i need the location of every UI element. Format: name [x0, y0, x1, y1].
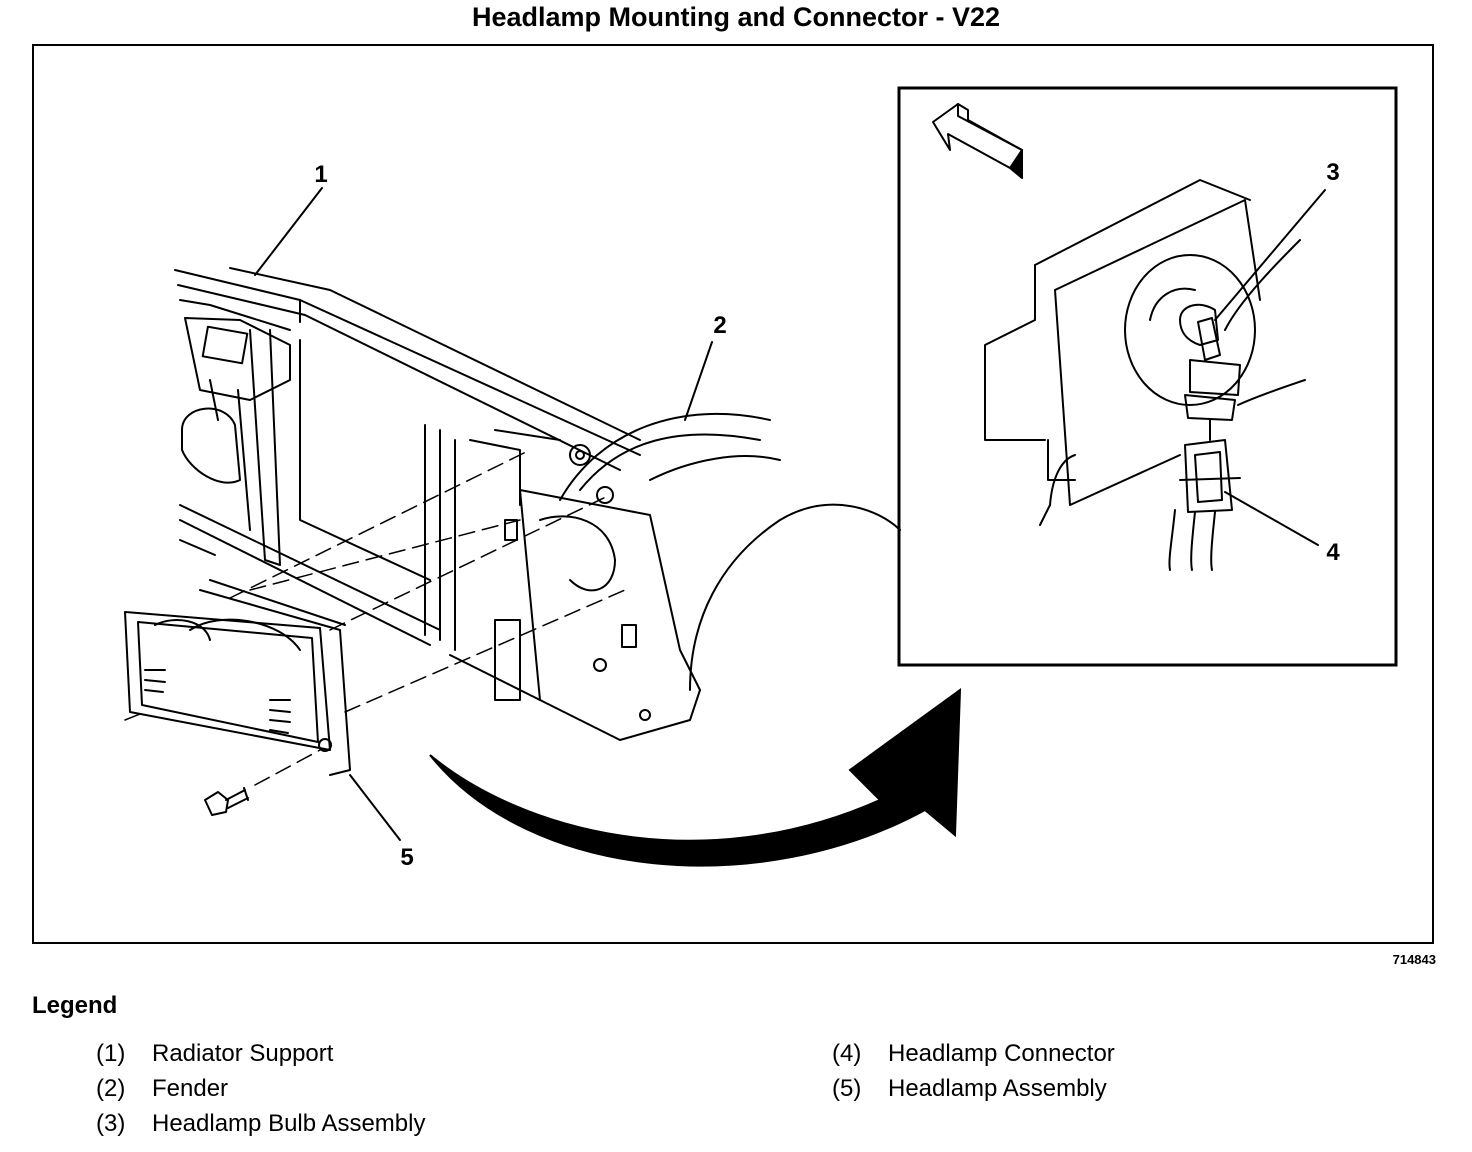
legend-item: (1) Radiator Support — [96, 1040, 425, 1075]
callout-5: 5 — [400, 844, 413, 871]
legend-item: (5) Headlamp Assembly — [832, 1075, 1115, 1110]
legend-item-label: Headlamp Connector — [888, 1040, 1115, 1067]
inset-frame — [897, 86, 1398, 667]
curved-transition-arrow — [429, 687, 962, 867]
legend-column-right: (4) Headlamp Connector (5) Headlamp Asse… — [832, 1040, 1115, 1110]
mounting-screw-drawing — [204, 787, 249, 816]
callout-4-leader — [1224, 491, 1319, 546]
legend-heading: Legend — [32, 992, 118, 1019]
diagram-title: Headlamp Mounting and Connector - V22 — [471, 2, 1001, 32]
callout-5-leader — [349, 774, 401, 841]
callout-3-leader — [1214, 189, 1326, 321]
callout-2: 2 — [713, 312, 726, 339]
fender-drawing — [449, 413, 901, 741]
legend-item: (2) Fender — [96, 1075, 425, 1110]
headlamp-assembly-drawing — [124, 579, 351, 776]
callout-1: 1 — [314, 161, 327, 188]
legend-item: (4) Headlamp Connector — [832, 1040, 1115, 1075]
alignment-lines — [124, 449, 626, 786]
callout-1-leader — [254, 187, 323, 276]
forward-direction-arrow — [932, 103, 1023, 179]
callout-2-leader — [684, 341, 713, 421]
legend-item-label: Radiator Support — [152, 1040, 334, 1067]
legend-item-number: (2) — [96, 1075, 126, 1102]
legend-item: (3) Headlamp Bulb Assembly — [96, 1110, 425, 1145]
legend-item-number: (1) — [96, 1040, 126, 1067]
figure-id: 714843 — [1392, 952, 1436, 967]
main-illustration-frame — [32, 44, 1434, 944]
callout-3: 3 — [1326, 159, 1339, 186]
inset-headlamp-housing — [984, 179, 1261, 526]
legend-column-left: (1) Radiator Support (2) Fender (3) Head… — [96, 1040, 425, 1145]
callout-4: 4 — [1326, 539, 1340, 566]
legend-item-number: (5) — [832, 1075, 862, 1102]
legend-item-label: Headlamp Bulb Assembly — [152, 1110, 426, 1137]
radiator-support-drawing — [174, 267, 641, 651]
inset-bulb-connector — [1168, 239, 1306, 571]
legend-item-number: (3) — [96, 1110, 126, 1137]
legend-item-label: Fender — [152, 1075, 229, 1102]
legend-item-number: (4) — [832, 1040, 862, 1067]
legend-item-label: Headlamp Assembly — [888, 1075, 1107, 1102]
